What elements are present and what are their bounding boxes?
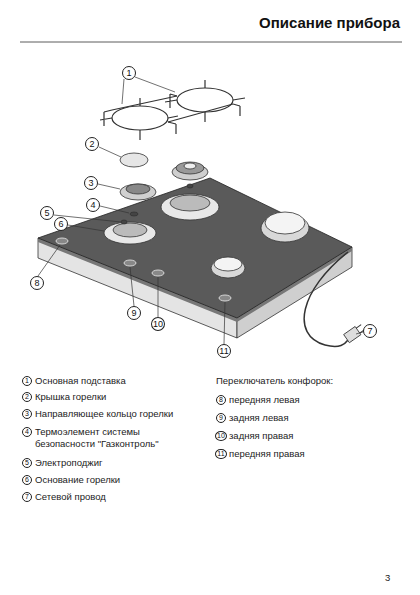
header-rule — [20, 42, 402, 43]
glass-top — [38, 178, 352, 318]
pan-supports — [100, 80, 245, 140]
list-number: 3 — [22, 409, 32, 419]
legend-text: задняя левая — [229, 412, 289, 424]
list-number: 1 — [22, 376, 32, 386]
callout-number: 2 — [85, 137, 99, 151]
callout-number: 3 — [84, 176, 98, 190]
legend-text: Крышка горелки — [35, 391, 106, 403]
callout-number: 6 — [54, 217, 68, 231]
callout-number: 8 — [30, 276, 44, 290]
callout-number: 9 — [127, 306, 141, 320]
list-number: 8 — [216, 395, 226, 405]
list-number: 10 — [215, 431, 227, 441]
callout-number: 11 — [217, 344, 231, 358]
legend-text: Термоэлемент системы безопасности "Газко… — [35, 426, 185, 451]
legend-text: Основание горелки — [35, 474, 120, 486]
legend-text: Основная подставка — [35, 375, 126, 387]
leader-lines — [38, 77, 363, 344]
burners — [104, 153, 309, 278]
list-number: 7 — [22, 492, 32, 502]
legend-text: передняя левая — [229, 394, 300, 406]
legend-text: Переключатель конфорок: — [216, 375, 333, 387]
callout-number: 4 — [86, 198, 100, 212]
list-number: 2 — [22, 392, 32, 402]
callout-number: 7 — [363, 324, 377, 338]
power-cord — [304, 252, 348, 346]
list-number: 11 — [215, 449, 226, 459]
legend-text: Сетевой провод — [35, 491, 106, 503]
knobs — [56, 238, 231, 301]
list-number: 4 — [22, 427, 32, 437]
callout-number: 10 — [151, 317, 165, 331]
legend-text: Направляющее кольцо горелки — [35, 408, 173, 420]
callout-number: 1 — [122, 66, 136, 80]
callout-number: 5 — [40, 206, 54, 220]
page-title: Описание прибора — [259, 14, 400, 31]
legend-text: Электроподжиг — [35, 457, 102, 469]
page-number: 3 — [385, 572, 390, 584]
legend-text: передняя правая — [229, 448, 305, 460]
list-number: 6 — [22, 475, 32, 485]
list-number: 5 — [22, 458, 32, 468]
legend-text: задняя правая — [229, 430, 293, 442]
list-number: 9 — [216, 413, 226, 423]
